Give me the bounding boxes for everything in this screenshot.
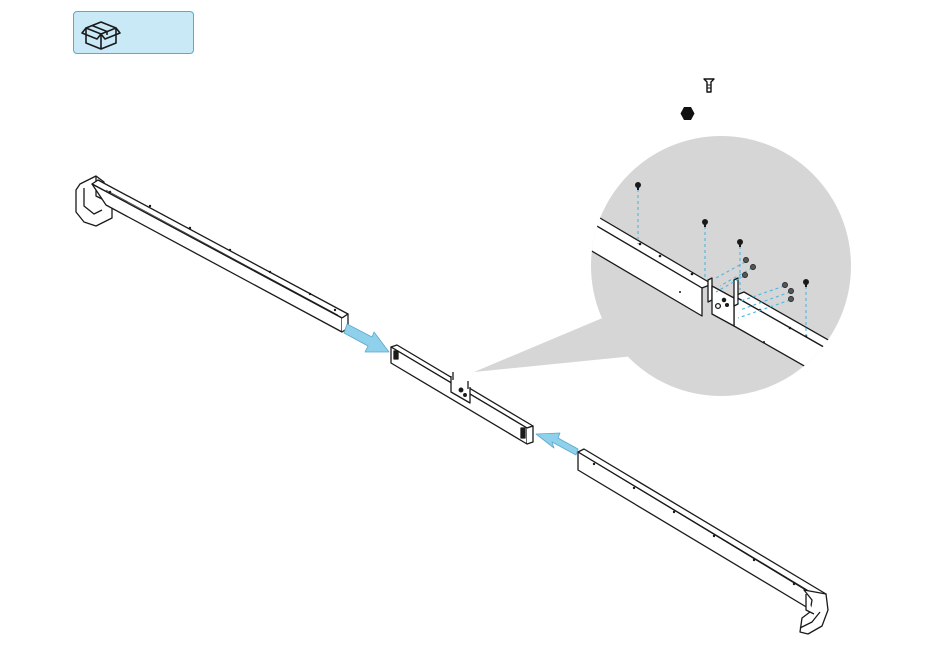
rail-hole-markers: [109, 191, 795, 585]
insert-arrow-left: [344, 324, 389, 352]
left-rail: [76, 176, 348, 332]
hex-nut-icon: [680, 106, 695, 121]
insert-arrow-right: [536, 433, 578, 455]
parts-box-badge: [73, 11, 194, 54]
detail-callout-pointer: [474, 314, 634, 372]
center-connector: [391, 345, 533, 444]
detail-screws: [635, 182, 809, 287]
right-rail: [578, 449, 828, 634]
legend-nut: [680, 106, 703, 121]
legend-screw: [703, 78, 723, 93]
package-box-icon: [80, 16, 122, 52]
detail-magnifier-circle: [591, 136, 851, 396]
detail-nuts: [742, 257, 793, 301]
detail-view: [590, 182, 860, 392]
screw-icon: [703, 78, 715, 93]
